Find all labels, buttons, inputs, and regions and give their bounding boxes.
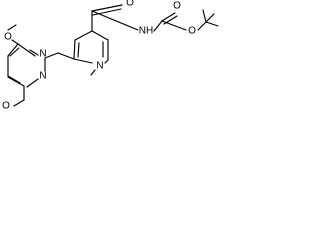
bond-line bbox=[44, 52, 59, 59]
atom-label-o-ester-co: O bbox=[173, 1, 181, 12]
bond-line bbox=[205, 21, 219, 27]
bond-line bbox=[57, 52, 75, 60]
bond-line bbox=[161, 12, 176, 22]
bond-line bbox=[13, 99, 25, 107]
atom-label-n-pyrim-1: N bbox=[39, 49, 46, 60]
bond-line bbox=[90, 69, 96, 76]
bond-line bbox=[202, 9, 207, 23]
bond-line bbox=[197, 21, 207, 31]
bond-line bbox=[91, 4, 123, 12]
bond-line bbox=[11, 39, 19, 45]
atom-label-n-pyridine: N bbox=[96, 61, 103, 72]
bond-line bbox=[17, 43, 36, 57]
atom-label-o-ester: O bbox=[188, 26, 196, 37]
bond-line bbox=[7, 24, 17, 31]
bond-line bbox=[77, 42, 80, 58]
chemical-structure: O N N O N O NH O O bbox=[2, 0, 219, 112]
bond-line bbox=[73, 39, 76, 60]
bond-line bbox=[26, 78, 39, 88]
bond-line bbox=[153, 20, 163, 32]
bond-line bbox=[92, 8, 122, 16]
bond-line bbox=[73, 58, 93, 64]
bond-line bbox=[7, 43, 19, 57]
bond-line bbox=[91, 10, 139, 31]
atom-label-o-amide: O bbox=[126, 0, 134, 9]
bond-line bbox=[7, 76, 25, 87]
atom-label-n-pyrim-2: N bbox=[39, 71, 46, 82]
bond-lines bbox=[7, 4, 219, 107]
atom-label-o-top: O bbox=[4, 32, 12, 43]
bond-line bbox=[104, 59, 109, 64]
atom-label-o-bottom: O bbox=[2, 101, 10, 112]
bond-line bbox=[29, 49, 39, 56]
atom-label-nh-amide: NH bbox=[139, 26, 153, 37]
bond-line bbox=[7, 75, 21, 84]
bond-line bbox=[205, 13, 215, 23]
bond-line bbox=[9, 47, 20, 57]
bond-line bbox=[74, 30, 93, 41]
bond-line bbox=[91, 30, 109, 41]
bond-line bbox=[161, 20, 187, 31]
atom-labels: O N N O N O NH O O bbox=[2, 0, 196, 112]
